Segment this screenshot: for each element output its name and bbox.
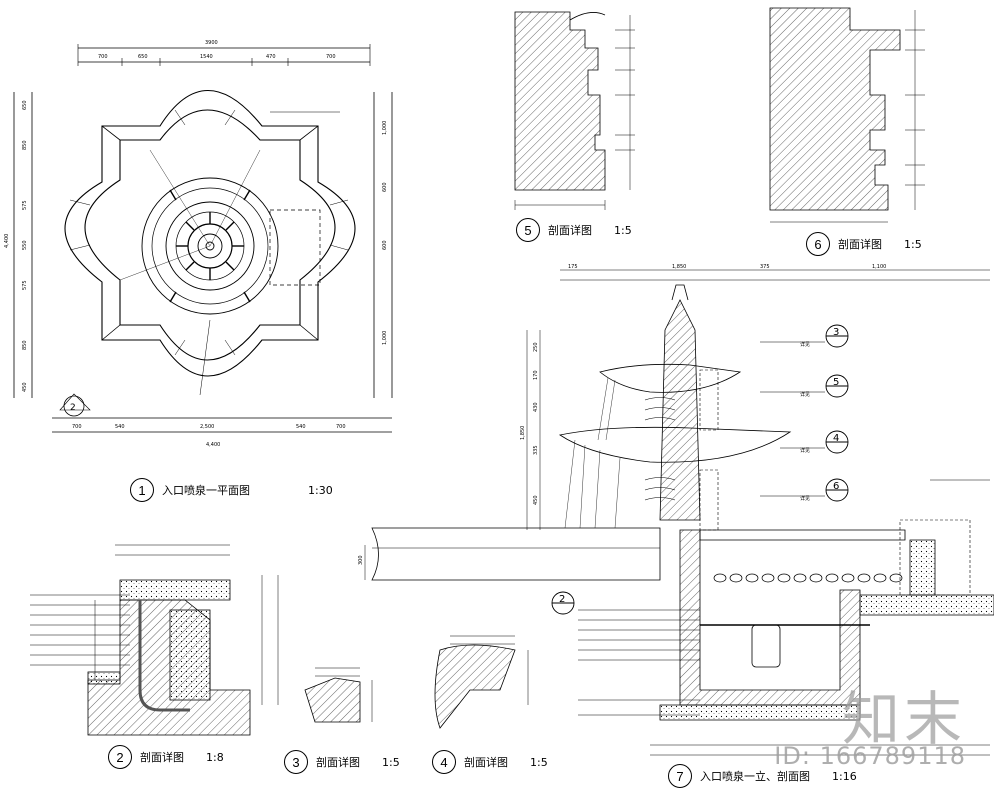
plan-dim-left-6: 850 [22,340,28,350]
caption-2-number: 2 [108,745,132,769]
callout-3-number: 3 [833,327,839,338]
section-7-elevation [364,269,994,756]
s7-dim-left-total: 1,850 [520,426,526,440]
plan-view [13,44,393,433]
callout-6-number: 6 [833,481,839,492]
s7-dim-top-2: 1,850 [672,264,686,270]
plan-section-marker: 2 [59,393,91,417]
caption-drawing-7: 7 入口喷泉一立、剖面图 1:16 [668,764,857,788]
plan-dim-right-3: 600 [382,240,388,250]
plan-dim-bottom-1: 700 [72,424,82,430]
plan-dim-top-2: 650 [138,54,148,60]
caption-6-number: 6 [806,232,830,256]
s7-dim-top-1: 175 [568,264,578,270]
callout-2-number: 2 [559,594,565,605]
caption-drawing-4: 4 剖面详图 1:5 [432,750,548,774]
caption-6-scale: 1:5 [904,237,922,251]
plan-dim-top-1: 700 [98,54,108,60]
caption-2-title: 剖面详图 [140,751,184,764]
callout-5-number: 5 [833,377,839,388]
detail-2-section [30,544,279,736]
plan-dim-left-4: 550 [22,240,28,250]
detail-5-section [514,11,635,210]
caption-drawing-5: 5 剖面详图 1:5 [516,218,632,242]
plan-dim-bottom-5: 700 [336,424,346,430]
s7-dim-top-3: 375 [760,264,770,270]
caption-5-title: 剖面详图 [548,224,592,237]
caption-drawing-2: 2 剖面详图 1:8 [108,745,224,769]
plan-dim-bottom-total: 4,400 [206,442,220,448]
s7-dim-left-3: 430 [533,402,539,412]
caption-drawing-6: 6 剖面详图 1:5 [806,232,922,256]
caption-1-title: 入口喷泉一平面图 [162,484,250,497]
plan-dim-bottom-4: 540 [296,424,306,430]
caption-5-scale: 1:5 [614,223,632,237]
caption-7-scale: 1:16 [832,769,857,783]
caption-4-scale: 1:5 [530,755,548,769]
caption-drawing-1: 1 入口喷泉一平面图 1:30 [130,478,333,502]
caption-3-number: 3 [284,750,308,774]
section7-callout-text: 3 详见 5 详见 4 详见 6 详见 2 [559,327,839,605]
caption-5-number: 5 [516,218,540,242]
s7-dim-left-1: 250 [533,342,539,352]
detail-6-section [769,7,925,223]
s7-dim-left-4: 335 [533,445,539,455]
detail-4-section [434,635,529,729]
plan-dim-right-2: 600 [382,182,388,192]
plan-dim-right-4: 1,000 [382,331,388,345]
s7-dim-left-6: 300 [358,555,364,565]
plan-dim-top-total: 3900 [205,40,218,46]
caption-drawing-3: 3 剖面详图 1:5 [284,750,400,774]
caption-4-title: 剖面详图 [464,756,508,769]
section7-callouts [551,324,849,615]
s7-dim-left-5: 450 [533,495,539,505]
plan-dim-right-1: 1,000 [382,121,388,135]
watermark-id: ID: 166789118 [774,742,966,770]
callout-4-number: 4 [833,433,839,444]
plan-marker-number: 2 [70,403,76,413]
callout-6-label: 详见 [800,495,810,502]
plan-dim-left-7: 450 [22,382,28,392]
caption-4-number: 4 [432,750,456,774]
detail-3-section [304,667,373,723]
plan-dim-top-4: 470 [266,54,276,60]
plan-dim-left-1: 650 [22,100,28,110]
plan-dim-top-3: 1540 [200,54,213,60]
caption-3-scale: 1:5 [382,755,400,769]
callout-5-label: 详见 [800,391,810,398]
plan-dim-top-5: 700 [326,54,336,60]
plan-dim-left-total: 4,400 [4,234,10,248]
caption-2-scale: 1:8 [206,750,224,764]
plan-dim-left-5: 575 [22,280,28,290]
s7-dim-top-4: 1,100 [872,264,886,270]
caption-6-title: 剖面详图 [838,238,882,251]
section7-dimension-text: 175 1,850 375 1,100 1,850 250 170 430 33… [358,264,886,565]
callout-4-label: 详见 [800,447,810,454]
caption-7-number: 7 [668,764,692,788]
plan-dim-bottom-3: 2,500 [200,424,214,430]
caption-3-title: 剖面详图 [316,756,360,769]
caption-1-scale: 1:30 [308,483,333,497]
plan-dim-left-3: 575 [22,200,28,210]
callout-3-label: 详见 [800,341,810,348]
s7-dim-left-2: 170 [533,370,539,380]
plan-dim-bottom-2: 540 [115,424,125,430]
caption-7-title: 入口喷泉一立、剖面图 [700,770,810,783]
plan-dimension-text: 3900 700 650 1540 470 700 2,500 700 540 … [4,40,388,448]
watermark-logo: 知末 [841,685,966,753]
plan-dim-left-2: 850 [22,140,28,150]
caption-1-number: 1 [130,478,154,502]
